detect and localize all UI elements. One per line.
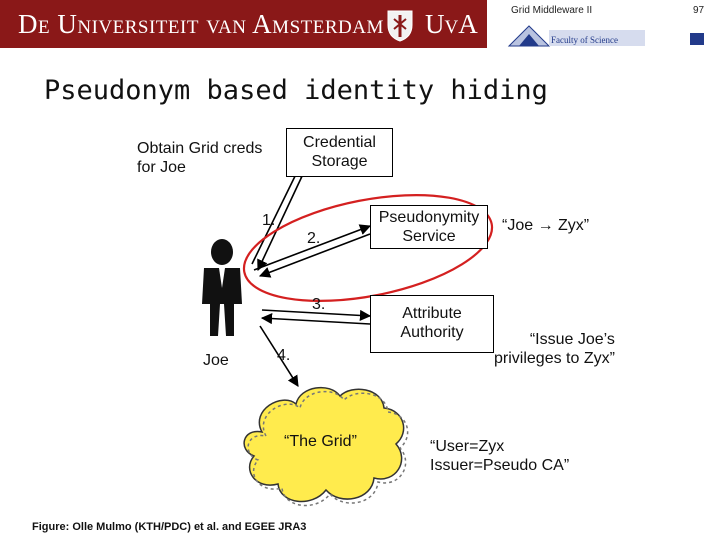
person-icon [202, 239, 242, 336]
obtain-creds-label: Obtain Grid creds for Joe [137, 139, 262, 177]
course-title: Grid Middleware II [511, 5, 593, 16]
step1-arrow-out [251, 164, 301, 265]
cert-line1: “User=Zyx [430, 438, 505, 455]
attribute-line2: Authority [400, 324, 464, 341]
cert-line2: Issuer=Pseudo CA” [430, 457, 570, 474]
step-1-label: 1. [262, 212, 276, 229]
step2-arrow-back [258, 233, 371, 278]
faculty-name: Faculty of Science [551, 35, 618, 45]
credential-storage-line2: Storage [311, 153, 368, 170]
grid-cloud-icon [243, 386, 409, 507]
attribute-line1: Attribute [402, 305, 462, 322]
credential-storage-box: Credential Storage [286, 128, 393, 177]
step1-arrow-back [257, 171, 305, 272]
pseudonymity-line2: Service [402, 228, 456, 245]
credential-storage-line1: Credential [303, 134, 376, 151]
attribute-authority-box: Attribute Authority [370, 295, 494, 353]
university-name-text: Universiteit van Amsterdam [57, 9, 384, 39]
faculty-logo-icon [507, 25, 645, 47]
figure-caption: Figure: Olle Mulmo (KTH/PDC) et al. and … [32, 521, 307, 533]
mapping-note: “Joe → Zyx” [502, 217, 590, 234]
slide-title: Pseudonym based identity hiding [44, 75, 548, 106]
pseudonymity-line1: Pseudonymity [378, 209, 480, 226]
step-4-label: 4. [277, 347, 291, 364]
step-3-label: 3. [312, 296, 326, 313]
university-prefix: De [18, 9, 51, 39]
certificate-note: “User=Zyx Issuer=Pseudo CA” [430, 437, 569, 475]
slide-number: 97 [693, 5, 705, 16]
step3-arrow-back [260, 312, 371, 325]
step4-arrow [259, 325, 299, 387]
obtain-line2: for Joe [137, 159, 186, 176]
issue-line1: “Issue Joe’s [529, 331, 615, 348]
pseudonymity-service-box: Pseudonymity Service [370, 205, 488, 249]
joe-label: Joe [203, 352, 229, 369]
university-name: De Universiteit van Amsterdam [18, 9, 384, 40]
step-2-label: 2. [307, 230, 321, 247]
uva-shield-icon [387, 10, 413, 42]
issue-line2: privileges to Zyx” [494, 350, 615, 367]
issue-note: “Issue Joe’s privileges to Zyx” [494, 330, 615, 368]
flag-icon [690, 33, 704, 45]
step2-arrow-out [253, 224, 372, 271]
obtain-line1: Obtain Grid creds [137, 140, 263, 157]
grid-label: “The Grid” [284, 433, 357, 450]
university-abbr: UvA [425, 9, 478, 39]
step3-arrow-out [261, 309, 372, 322]
